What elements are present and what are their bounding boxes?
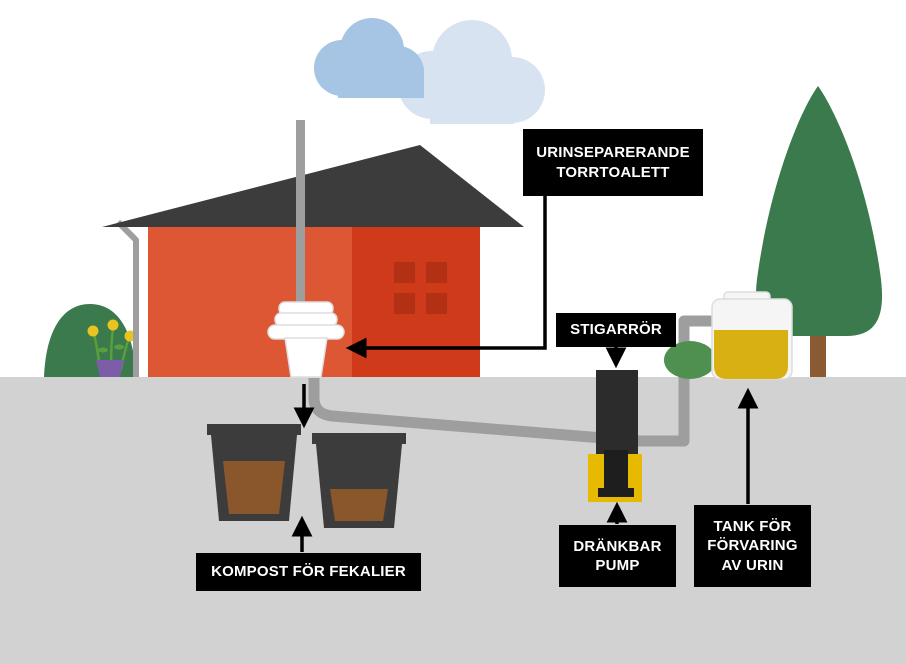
urine-pipe	[308, 315, 714, 447]
bush-at-tank	[664, 341, 716, 379]
connector-toilet-label-arrow	[345, 196, 547, 359]
house-side-wall	[352, 225, 480, 377]
toilet-icon	[267, 301, 345, 378]
label-urine-storage-tank: TANK FÖR FÖRVARING AV URIN	[694, 505, 811, 587]
label-compost-for-faeces: KOMPOST FÖR FEKALIER	[196, 553, 421, 591]
urine-storage-tank	[711, 291, 793, 380]
cloud-blue-icon	[314, 18, 424, 98]
label-submersible-pump: DRÄNKBAR PUMP	[559, 525, 676, 587]
label-urine-separating-dry-toilet: URINSEPARERANDE TORRTOALETT	[523, 129, 703, 196]
cloud-light-icon	[398, 20, 545, 124]
downpipe	[115, 219, 139, 377]
vent-pipe	[296, 120, 305, 312]
window-grid	[394, 262, 447, 314]
compost-bin-2	[312, 433, 406, 528]
riser-pipe	[596, 370, 638, 458]
submersible-pump	[588, 450, 642, 502]
flower-pot	[87, 319, 136, 377]
label-riser-pipe: STIGARRÖR	[556, 313, 676, 347]
roof	[102, 145, 524, 227]
tree	[755, 86, 883, 377]
compost-bin-1	[207, 424, 301, 521]
